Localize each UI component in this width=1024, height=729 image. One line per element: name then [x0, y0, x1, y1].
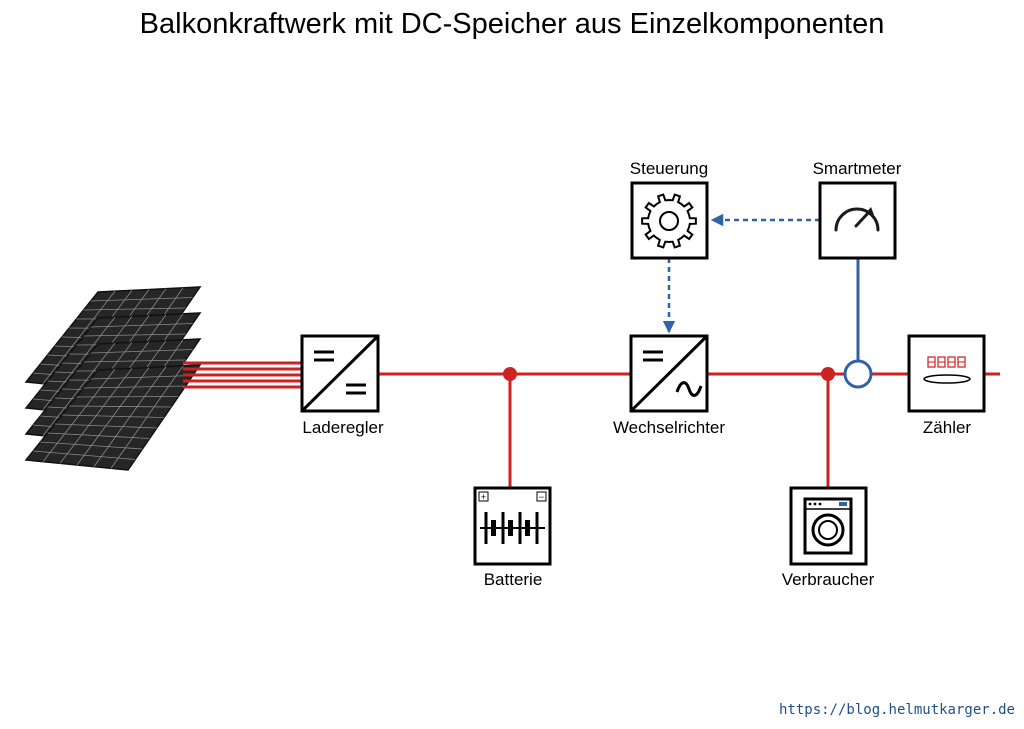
- gauge-icon: [834, 207, 880, 232]
- steuerung-label: Steuerung: [630, 159, 708, 178]
- bus-junction-battery: [503, 367, 517, 381]
- zaehler-box: Zähler: [907, 334, 986, 437]
- meter-digit-display: [927, 356, 966, 368]
- wechselrichter-label: Wechselrichter: [613, 418, 725, 437]
- smartmeter-label: Smartmeter: [813, 159, 902, 178]
- laderegler-box: Laderegler: [300, 334, 384, 437]
- solar-panel: [24, 364, 202, 471]
- bus-junction-load: [821, 367, 835, 381]
- signal-lines: [662, 213, 873, 389]
- energy-meter-icon: [923, 356, 971, 384]
- battery-cells-icon: + −: [478, 491, 547, 544]
- page-title: Balkonkraftwerk mit DC-Speicher aus Einz…: [140, 8, 885, 40]
- batterie-label: Batterie: [484, 570, 543, 589]
- smartmeter-box: Smartmeter: [813, 159, 902, 260]
- dc-ac-inverter-icon: [629, 334, 709, 413]
- washing-machine-icon: [803, 497, 853, 555]
- battery-minus-terminal: −: [539, 492, 544, 502]
- steuerung-box: Steuerung: [630, 159, 709, 260]
- gear-icon: [641, 193, 697, 249]
- laderegler-label: Laderegler: [302, 418, 384, 437]
- zaehler-label: Zähler: [923, 418, 972, 437]
- current-sensor-ring: [843, 359, 873, 389]
- solar-panel-stack-icon: [24, 286, 202, 471]
- batterie-box: + − Batterie: [473, 486, 552, 589]
- footer-url: https://blog.helmutkarger.de: [779, 702, 1015, 718]
- panel-feeder-lines: [183, 361, 302, 389]
- dc-dc-converter-icon: [300, 334, 380, 413]
- verbraucher-box: Verbraucher: [782, 486, 875, 589]
- wechselrichter-box: Wechselrichter: [613, 334, 725, 437]
- battery-plus-terminal: +: [481, 492, 486, 502]
- verbraucher-label: Verbraucher: [782, 570, 875, 589]
